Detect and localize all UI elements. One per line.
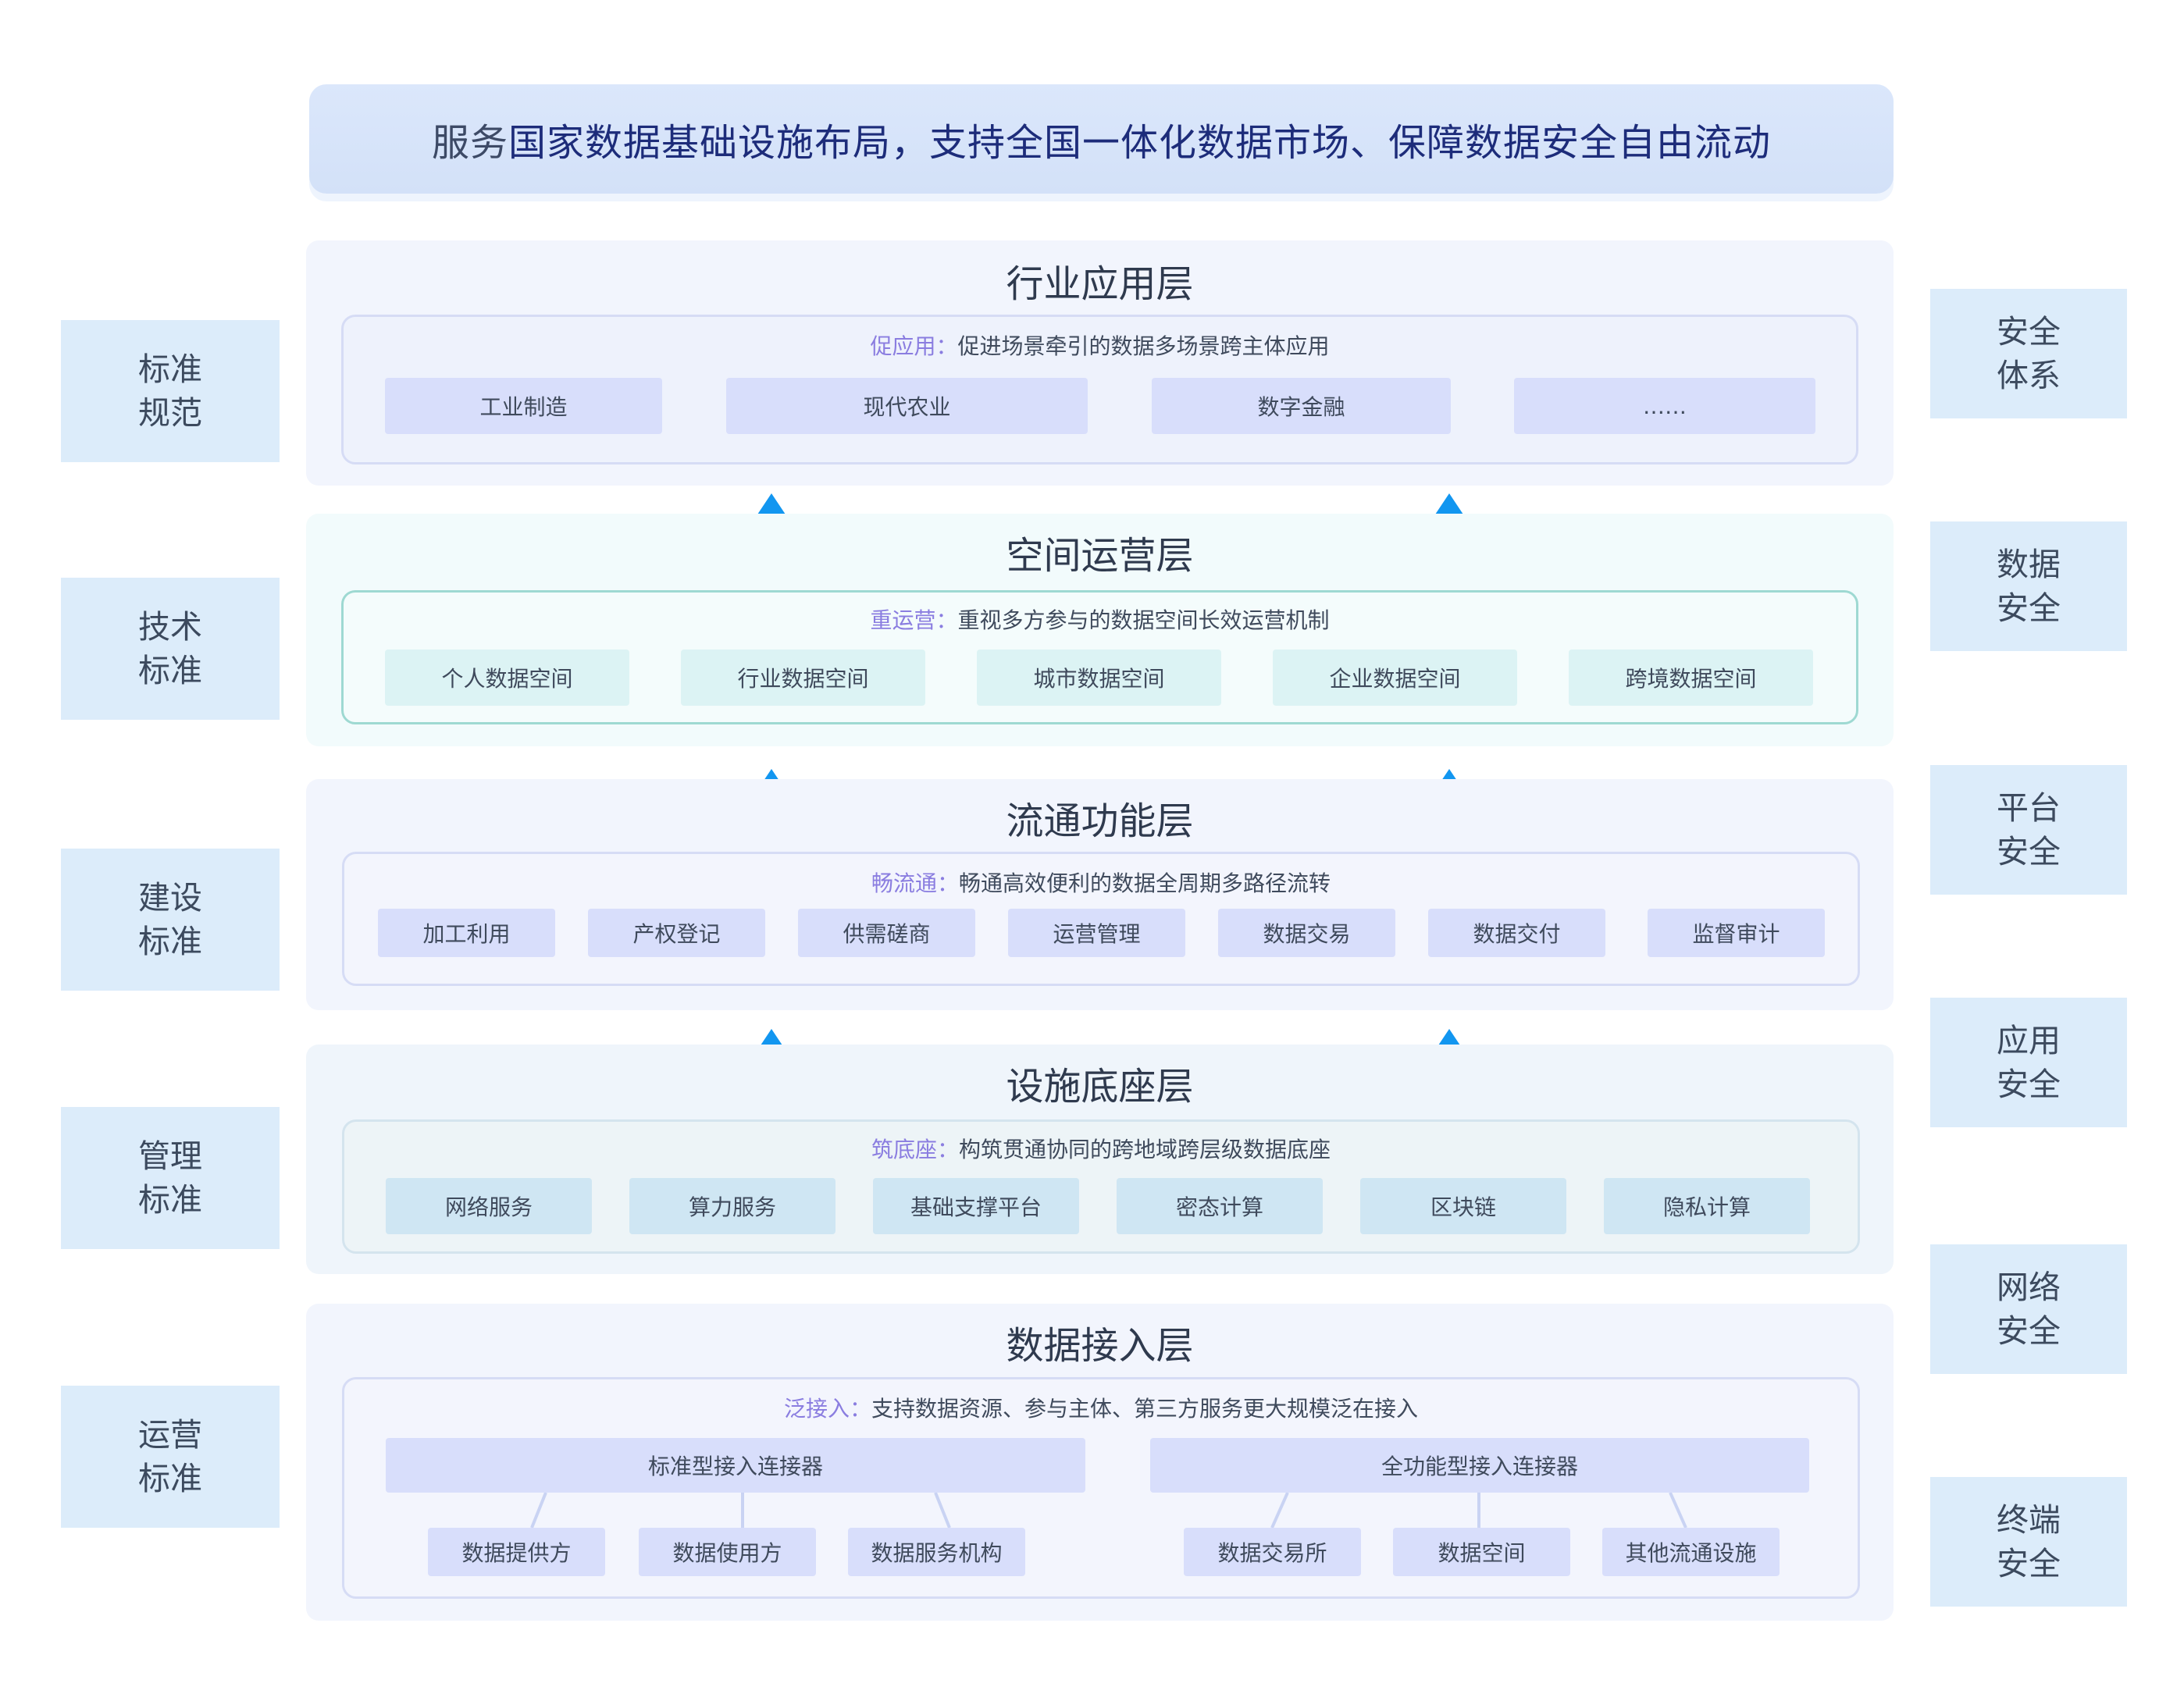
right-label-security-system: 安全体系 (1930, 289, 2127, 418)
layer-circulation: 流通功能层 畅流通：畅通高效便利的数据全周期多路径流转 加工利用 产权登记 供需… (306, 779, 1894, 1010)
chip-property-registration: 产权登记 (588, 909, 765, 957)
chip-supply-demand: 供需磋商 (798, 909, 975, 957)
chip-network-service: 网络服务 (386, 1178, 592, 1234)
chip-personal-data-space: 个人数据空间 (385, 650, 629, 706)
banner-text: 国家数据基础设施布局，支持全国一体化数据市场、保障数据安全自由流动 (508, 121, 1772, 165)
layer-inner-panel: 畅流通：畅通高效便利的数据全周期多路径流转 加工利用 产权登记 供需磋商 运营管… (342, 852, 1860, 986)
left-label-manage-standard: 管理标准 (61, 1107, 280, 1249)
layer-inner-panel: 泛接入：支持数据资源、参与主体、第三方服务更大规模泛在接入 标准型接入连接器 全… (342, 1377, 1860, 1599)
chip-other-circulation-facility: 其他流通设施 (1602, 1528, 1780, 1576)
chip-data-exchange: 数据交易所 (1184, 1528, 1361, 1576)
layer-title: 行业应用层 (1006, 262, 1194, 306)
chip-data-provider: 数据提供方 (428, 1528, 605, 1576)
left-label-tech-standard: 技术标准 (61, 578, 280, 720)
chip-enterprise-data-space: 企业数据空间 (1273, 650, 1517, 706)
layer-description: 促应用：促进场景牵引的数据多场景跨主体应用 (870, 333, 1330, 359)
chip-city-data-space: 城市数据空间 (977, 650, 1221, 706)
chip-operations-management: 运营管理 (1008, 909, 1185, 957)
right-label-app-security: 应用安全 (1930, 998, 2127, 1127)
connector-lines (530, 1493, 1687, 1528)
chip-privacy-computing: 隐私计算 (1604, 1178, 1810, 1234)
chip-processing: 加工利用 (378, 909, 555, 957)
chip-data-trading: 数据交易 (1218, 909, 1395, 957)
layer-title: 设施底座层 (1006, 1065, 1194, 1109)
right-label-terminal-security: 终端安全 (1930, 1477, 2127, 1607)
chip-data-delivery: 数据交付 (1428, 909, 1605, 957)
layer-title: 流通功能层 (1006, 799, 1194, 843)
chip-blockchain: 区块链 (1360, 1178, 1566, 1234)
right-label-data-security: 数据安全 (1930, 521, 2127, 651)
banner-prefix: 服务 (431, 121, 508, 165)
chip-data-user: 数据使用方 (639, 1528, 816, 1576)
layer-facility: 设施底座层 筑底座：构筑贯通协同的跨地域跨层级数据底座 网络服务 算力服务 基础… (306, 1045, 1894, 1274)
left-label-build-standard: 建设标准 (61, 849, 280, 991)
left-label-standard-spec: 标准规范 (61, 320, 280, 462)
chip-confidential-computing: 密态计算 (1117, 1178, 1323, 1234)
chip-base-platform: 基础支撑平台 (873, 1178, 1079, 1234)
chip-cross-border-data-space: 跨境数据空间 (1569, 650, 1813, 706)
layer-inner-panel: 筑底座：构筑贯通协同的跨地域跨层级数据底座 网络服务 算力服务 基础支撑平台 密… (342, 1119, 1860, 1254)
layer-access: 数据接入层 泛接入：支持数据资源、参与主体、第三方服务更大规模泛在接入 标准型接… (306, 1304, 1894, 1621)
layer-inner-panel: 促应用：促进场景牵引的数据多场景跨主体应用 工业制造 现代农业 数字金融 …… (341, 315, 1858, 464)
chip-computing-service: 算力服务 (629, 1178, 835, 1234)
chip-ellipsis: …… (1514, 378, 1815, 434)
chip-industry-data-space: 行业数据空间 (681, 650, 925, 706)
full-function-connector: 全功能型接入连接器 (1150, 1438, 1809, 1493)
chip-data-space: 数据空间 (1393, 1528, 1570, 1576)
chip-digital-finance: 数字金融 (1152, 378, 1451, 434)
layer-description: 畅流通：畅通高效便利的数据全周期多路径流转 (871, 870, 1331, 896)
top-banner: 服务国家数据基础设施布局，支持全国一体化数据市场、保障数据安全自由流动 (309, 84, 1894, 194)
standard-connector: 标准型接入连接器 (386, 1438, 1085, 1493)
layer-description: 重运营：重视多方参与的数据空间长效运营机制 (870, 607, 1330, 633)
right-label-network-security: 网络安全 (1930, 1244, 2127, 1374)
layer-space: 空间运营层 重运营：重视多方参与的数据空间长效运营机制 个人数据空间 行业数据空… (306, 514, 1894, 746)
right-label-platform-security: 平台安全 (1930, 765, 2127, 895)
chip-supervision-audit: 监督审计 (1648, 909, 1825, 957)
chip-data-service-org: 数据服务机构 (848, 1528, 1025, 1576)
left-label-ops-standard: 运营标准 (61, 1386, 280, 1528)
layer-description: 筑底座：构筑贯通协同的跨地域跨层级数据底座 (871, 1137, 1331, 1162)
layer-description: 泛接入：支持数据资源、参与主体、第三方服务更大规模泛在接入 (783, 1396, 1419, 1422)
layer-title: 数据接入层 (1006, 1324, 1194, 1368)
layer-inner-panel: 重运营：重视多方参与的数据空间长效运营机制 个人数据空间 行业数据空间 城市数据… (341, 590, 1858, 724)
layer-application: 行业应用层 促应用：促进场景牵引的数据多场景跨主体应用 工业制造 现代农业 数字… (306, 240, 1894, 486)
chip-industrial-manufacturing: 工业制造 (385, 378, 662, 434)
layer-title: 空间运营层 (1006, 534, 1194, 578)
chip-modern-agriculture: 现代农业 (726, 378, 1088, 434)
